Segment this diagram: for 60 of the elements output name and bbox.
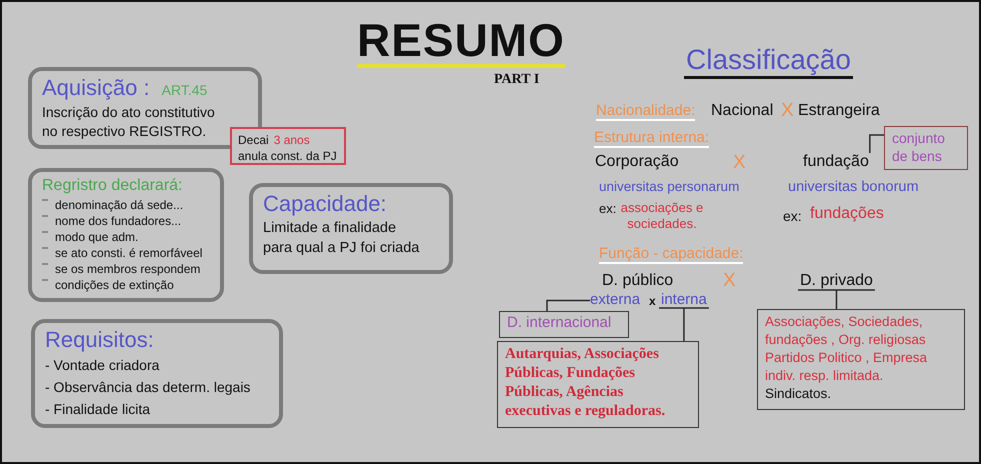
- subtitle: PART I: [494, 72, 540, 88]
- latin-term: universitas personarum: [599, 179, 740, 194]
- definition-box: [884, 126, 968, 170]
- note-text: Decai: [238, 133, 269, 147]
- card-heading: Requisitos:: [45, 326, 155, 354]
- topic-card: [28, 168, 224, 302]
- list-item: - Observância das determ. legais: [45, 378, 252, 397]
- section-heading: Classificação: [684, 44, 853, 79]
- example-list-text: Sindicatos.: [765, 385, 832, 403]
- example-prefix: ex:: [599, 201, 616, 216]
- duration-text: 3 anos: [274, 133, 310, 147]
- bracket-connector: [869, 134, 884, 153]
- category-label: Nacionalidade:: [596, 102, 696, 121]
- list-item: denominação dá sede...: [55, 198, 184, 212]
- list-item: - Finalidade licita: [45, 400, 152, 419]
- bracket-connector: [797, 289, 876, 310]
- note-box: [230, 127, 346, 165]
- category-label: Função - capacidade:: [599, 245, 744, 264]
- latin-term: universitas bonorum: [788, 179, 919, 195]
- note-text: anula const. da PJ: [238, 149, 338, 164]
- versus-sign: x: [649, 294, 656, 308]
- versus-sign: X: [723, 270, 736, 292]
- definition-text: conjunto de bens: [892, 129, 946, 165]
- card-text: Limitade a finalidade para qual a PJ foi criada: [263, 219, 420, 258]
- card-heading: Capacidade:: [263, 190, 388, 218]
- card-heading: Regristro declarará:: [42, 176, 184, 196]
- card-text: Inscrição do ato constitutivo no respectivo REGISTRO.: [42, 103, 216, 141]
- option-text: Estrangeira: [798, 102, 880, 120]
- article-reference: ART.45: [162, 82, 208, 98]
- list-item: se os membros respondem: [55, 262, 200, 276]
- title: RESUMO: [357, 16, 565, 68]
- branch-label: interna: [661, 291, 707, 308]
- list-item: se ato consti. é remorfáveel: [55, 246, 202, 260]
- topic-card: [31, 319, 283, 428]
- example-list-box: [757, 309, 965, 410]
- versus-sign: X: [781, 100, 794, 122]
- example-list-text: Associações, Sociedades, fundações , Org. religiosas Partidos Politico , Empresa indiv. resp. limitada.: [765, 313, 928, 385]
- example-prefix: ex:: [783, 208, 802, 224]
- bracket-connector: [658, 307, 710, 342]
- bracket-connector: [546, 300, 590, 311]
- example-text: associações e sociedades.: [620, 200, 704, 232]
- category-label: Estrutura interna:: [594, 129, 710, 148]
- topic-card: [249, 183, 453, 274]
- category-box: [499, 311, 629, 338]
- example-text: fundações: [810, 205, 884, 223]
- branch-label: fundação: [803, 153, 869, 171]
- branch-label: D. privado: [800, 272, 873, 290]
- branch-label: externa: [590, 291, 640, 308]
- list-item: nome dos fundadores...: [55, 214, 182, 228]
- option-text: D. público: [602, 272, 674, 290]
- option-text: Nacional: [711, 102, 774, 120]
- list-item: modo que adm.: [55, 230, 138, 244]
- versus-sign: X: [733, 152, 746, 174]
- card-heading: Aquisição :: [42, 75, 150, 100]
- list-item: condições de extinção: [55, 278, 174, 292]
- example-list-box: [497, 341, 699, 428]
- example-list-text: Autarquias, Associações Públicas, Fundações Públicas, Agências executivas e reguladoras.: [505, 345, 666, 421]
- option-text: Corporação: [595, 153, 679, 171]
- category-text: D. internacional: [507, 314, 612, 332]
- list-item: - Vontade criadora: [45, 356, 160, 375]
